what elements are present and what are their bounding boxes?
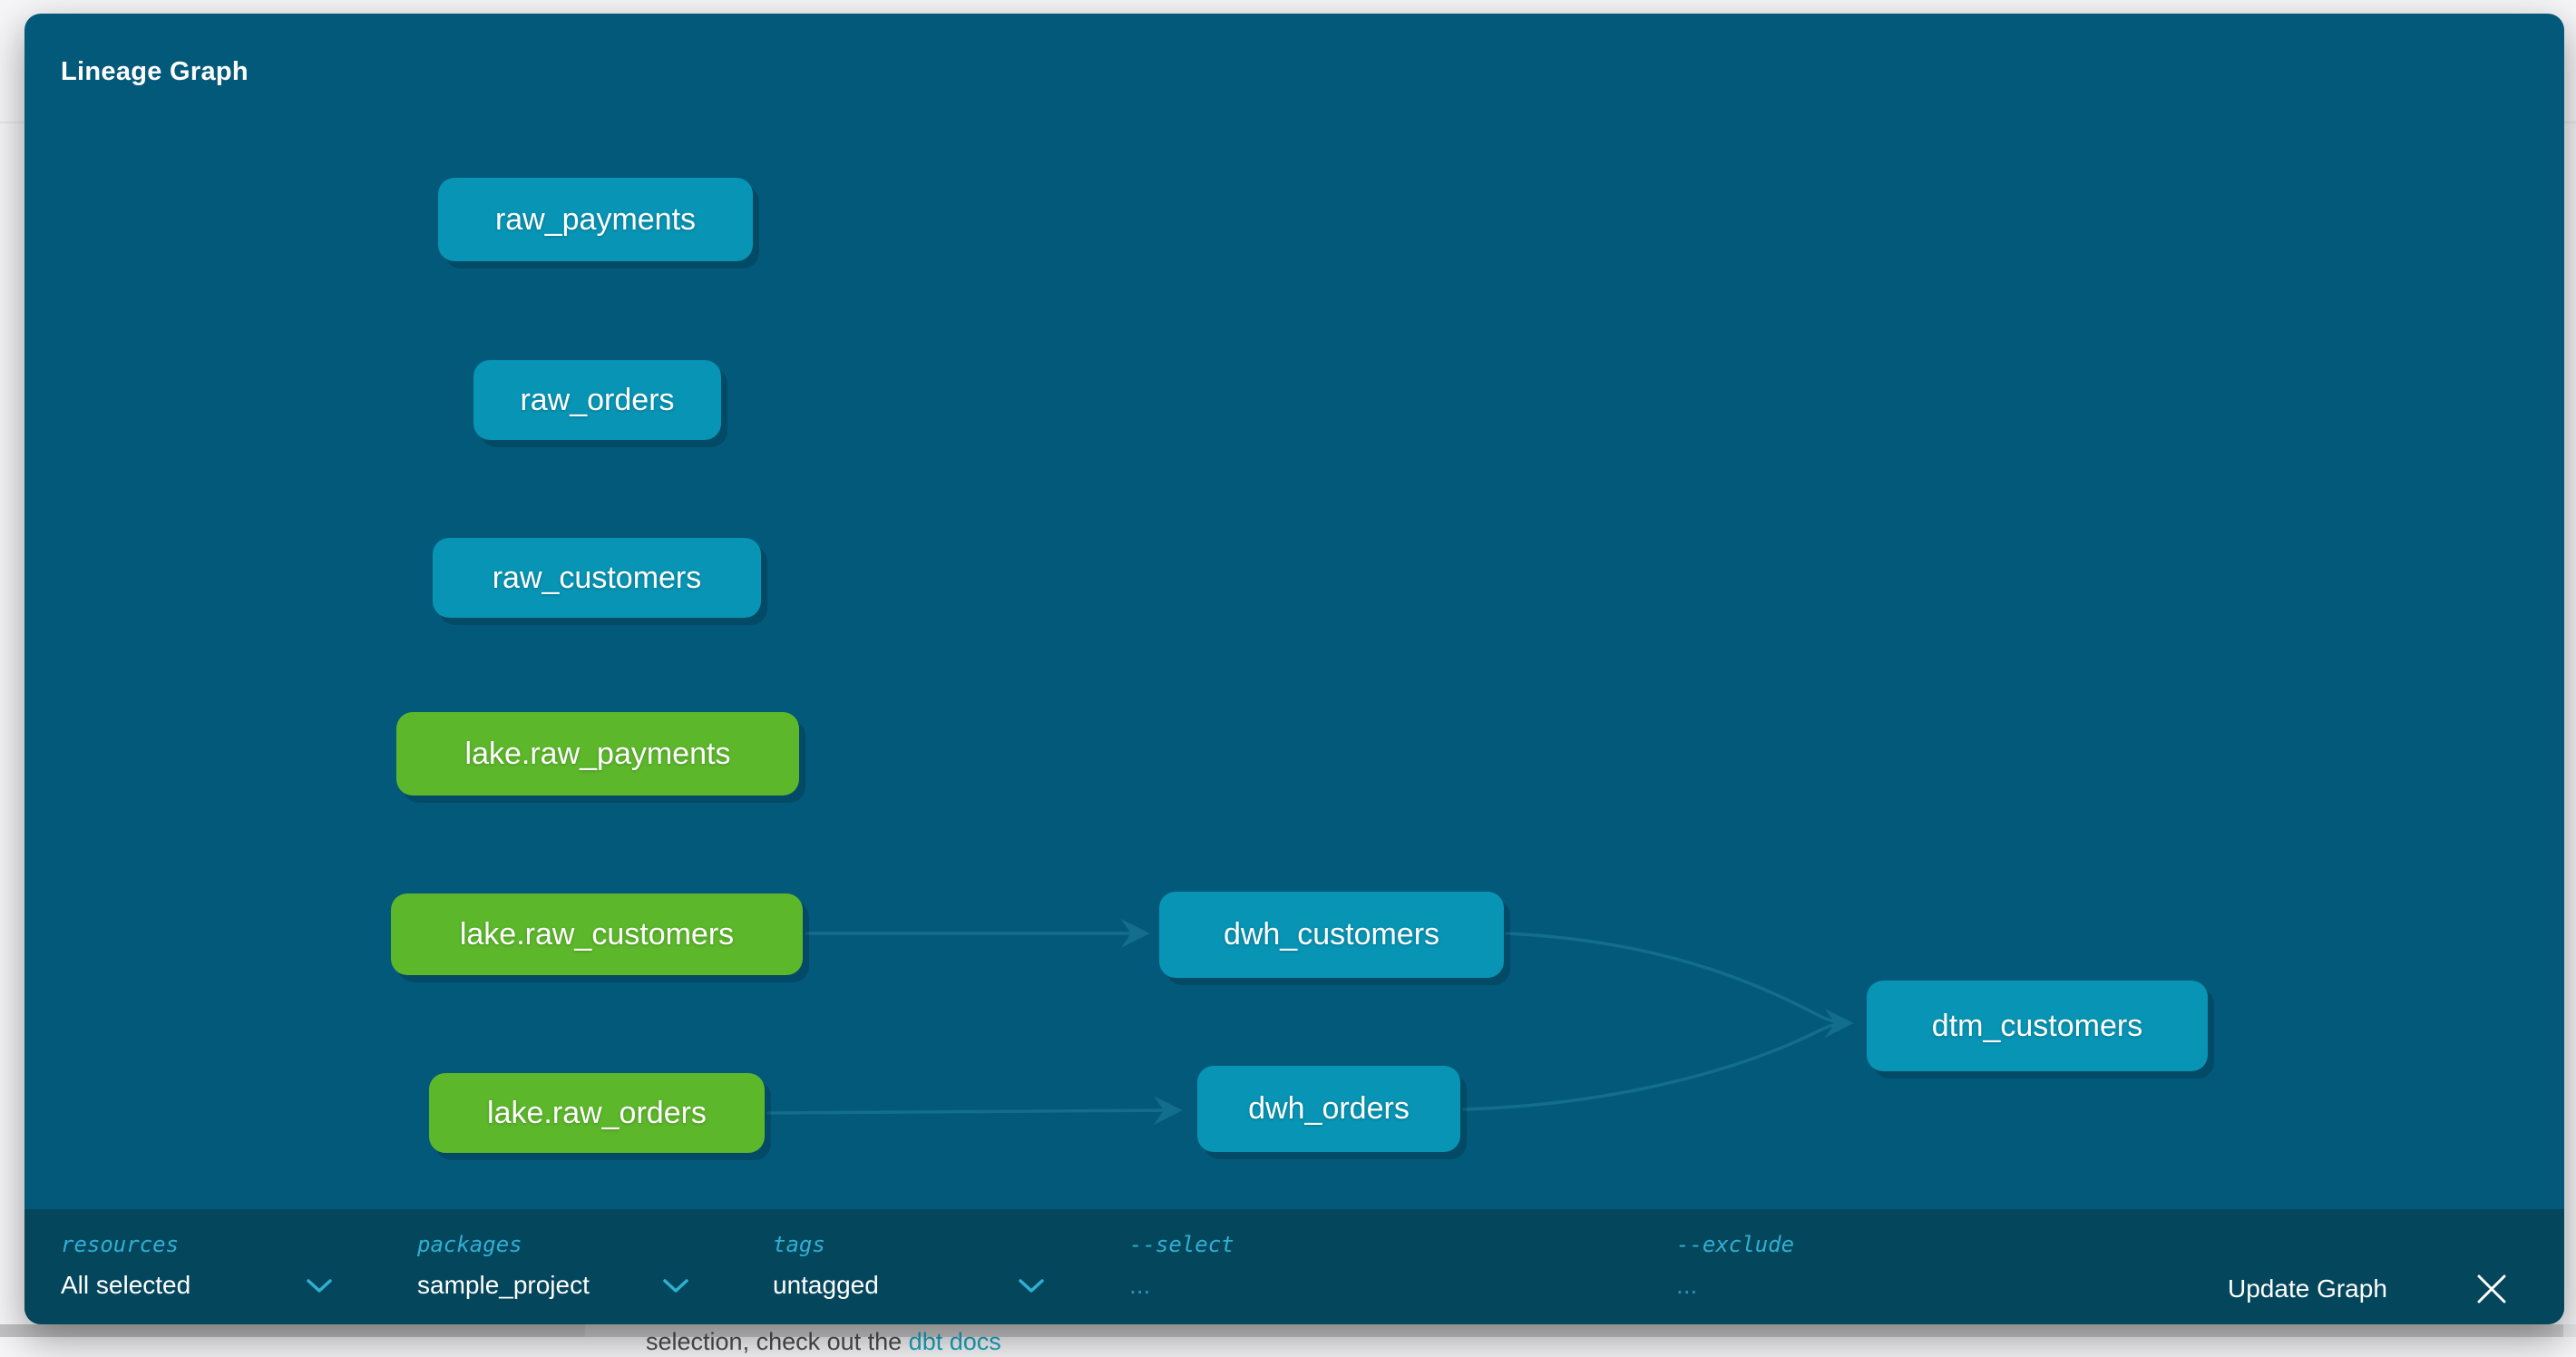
filter-select-input[interactable]: --select ... <box>1129 1233 1519 1300</box>
node-raw-orders[interactable]: raw_orders <box>473 360 721 440</box>
filter-tags-label: tags <box>773 1232 825 1257</box>
filter-packages-label: packages <box>417 1232 522 1257</box>
chevron-down-icon <box>1018 1271 1045 1300</box>
filter-select-label: --select <box>1129 1232 1234 1257</box>
chevron-down-icon <box>662 1271 689 1300</box>
node-label: raw_customers <box>492 560 702 595</box>
filter-exclude-label: --exclude <box>1676 1232 1795 1257</box>
node-raw-customers[interactable]: raw_customers <box>433 538 761 618</box>
underlying-page-text: selection, check out the dbt docs <box>646 1326 1001 1357</box>
filter-packages-value: sample_project <box>417 1271 590 1299</box>
page-bottom-strip <box>585 1324 2563 1337</box>
close-icon[interactable] <box>2472 1269 2512 1309</box>
filter-tags-dropdown[interactable]: tags untagged <box>773 1233 1045 1300</box>
underlying-page-text-fragment: selection, check out the <box>646 1328 909 1355</box>
node-label: lake.raw_payments <box>464 736 731 771</box>
node-label: lake.raw_customers <box>459 916 735 952</box>
node-lake-raw-customers[interactable]: lake.raw_customers <box>391 893 803 975</box>
node-dwh-orders[interactable]: dwh_orders <box>1197 1066 1460 1152</box>
page-bottom-strip-left <box>0 1324 585 1337</box>
dbt-docs-link[interactable]: dbt docs <box>908 1328 1001 1355</box>
node-lake-raw-orders[interactable]: lake.raw_orders <box>429 1073 765 1153</box>
overlay-title: Lineage Graph <box>61 57 249 86</box>
node-dtm-customers[interactable]: dtm_customers <box>1867 981 2208 1071</box>
chevron-down-icon <box>306 1271 333 1300</box>
filter-exclude-value: ... <box>1676 1271 1698 1299</box>
filter-packages-dropdown[interactable]: packages sample_project <box>417 1233 689 1300</box>
node-label: dtm_customers <box>1931 1008 2143 1043</box>
node-label: dwh_customers <box>1223 917 1440 952</box>
node-label: raw_orders <box>520 382 675 417</box>
node-label: raw_payments <box>494 201 697 237</box>
filter-exclude-input[interactable]: --exclude ... <box>1676 1233 2066 1300</box>
filter-resources-value: All selected <box>61 1271 191 1299</box>
graph-controls-bar: resources All selected packages sample_p… <box>24 1209 2564 1324</box>
filter-select-value: ... <box>1129 1271 1151 1299</box>
filter-tags-value: untagged <box>773 1271 879 1299</box>
lineage-graph-overlay: Lineage Graph raw_payments raw_orders ra… <box>24 14 2564 1324</box>
filter-resources-dropdown[interactable]: resources All selected <box>61 1233 333 1300</box>
node-label: dwh_orders <box>1248 1091 1410 1126</box>
edge-lake-raw-orders-to-dwh-orders <box>766 1096 1183 1126</box>
node-raw-payments[interactable]: raw_payments <box>438 178 753 261</box>
node-label: lake.raw_orders <box>487 1095 707 1130</box>
node-dwh-customers[interactable]: dwh_customers <box>1159 892 1504 978</box>
edge-dwh-customers-to-dtm-customers <box>1505 932 1854 1039</box>
edge-dwh-orders-to-dtm-customers <box>1462 1021 1846 1111</box>
update-graph-button[interactable]: Update Graph <box>2228 1274 2387 1303</box>
page-bottom-strip-right <box>2563 1324 2576 1337</box>
filter-resources-label: resources <box>61 1232 180 1257</box>
node-lake-raw-payments[interactable]: lake.raw_payments <box>396 712 799 796</box>
